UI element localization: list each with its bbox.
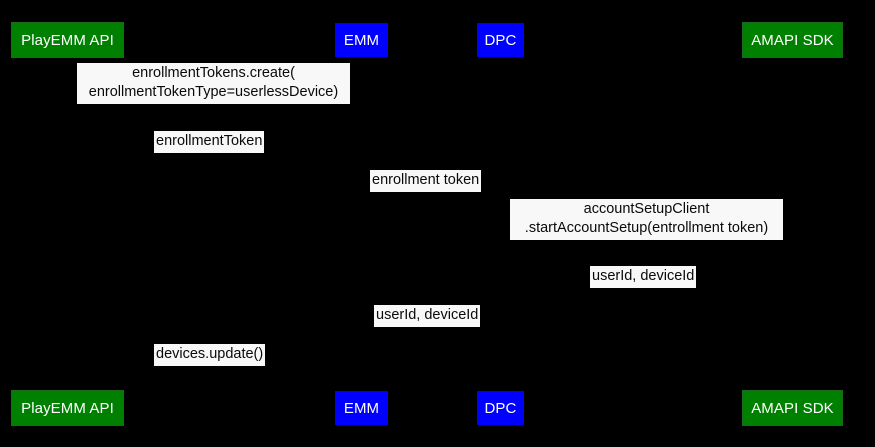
arrow-userid-deviceid-sdk [500, 289, 792, 290]
message-label-userid-deviceid-sdk: userId, deviceId [590, 266, 697, 288]
participant-label: DPC [484, 31, 517, 49]
message-line-1: userId, deviceId [592, 268, 695, 284]
participant-label: PlayEMM API [21, 399, 114, 417]
arrow-userid-deviceid-dpc [361, 328, 500, 329]
lifeline-dpc [500, 58, 501, 390]
participant-amapi-sdk-top[interactable]: AMAPI SDK [742, 22, 843, 58]
message-line-1: enrollment token [372, 172, 480, 188]
lifeline-playemm-api [67, 58, 68, 390]
message-line-1: devices.update() [156, 346, 264, 362]
message-line-2: enrollmentTokenType=userlessDevice) [88, 84, 339, 100]
participant-label: PlayEMM API [21, 31, 114, 49]
message-line-1: enrollmentTokens.create( [132, 65, 295, 81]
message-label-start-account-setup: accountSetupClient .startAccountSetup(en… [510, 199, 783, 240]
participant-emm-bottom[interactable]: EMM [334, 390, 389, 426]
participant-label: EMM [343, 31, 380, 49]
arrow-start-account-setup [500, 240, 792, 241]
message-label-userid-deviceid-dpc: userId, deviceId [374, 305, 481, 327]
participant-dpc-top[interactable]: DPC [476, 22, 525, 58]
message-line-1: accountSetupClient [583, 201, 710, 217]
message-line-1: userId, deviceId [376, 307, 479, 323]
message-label-enrollment-token: enrollment token [370, 170, 482, 192]
message-line-1: enrollmentToken [156, 133, 263, 149]
message-line-2: .startAccountSetup(entrollment token) [524, 220, 769, 236]
participant-amapi-sdk-bottom[interactable]: AMAPI SDK [742, 390, 843, 426]
arrow-enrollment-token-return [67, 154, 361, 155]
participant-label: AMAPI SDK [751, 31, 834, 49]
message-label-enrollment-token-return: enrollmentToken [154, 131, 265, 153]
participant-label: EMM [343, 399, 380, 417]
arrow-enrollment-tokens-create [67, 104, 361, 105]
lifeline-amapi-sdk [792, 58, 793, 390]
lifeline-emm [361, 58, 362, 390]
arrow-enrollment-token [361, 193, 500, 194]
participant-label: DPC [484, 399, 517, 417]
participant-dpc-bottom[interactable]: DPC [476, 390, 525, 426]
arrow-devices-update [67, 367, 361, 368]
message-label-enrollment-tokens-create: enrollmentTokens.create( enrollmentToken… [77, 63, 350, 104]
participant-playemm-api-bottom[interactable]: PlayEMM API [11, 390, 124, 426]
participant-label: AMAPI SDK [751, 399, 834, 417]
message-label-devices-update: devices.update() [154, 344, 266, 366]
participant-emm-top[interactable]: EMM [334, 22, 389, 58]
participant-playemm-api-top[interactable]: PlayEMM API [11, 22, 124, 58]
